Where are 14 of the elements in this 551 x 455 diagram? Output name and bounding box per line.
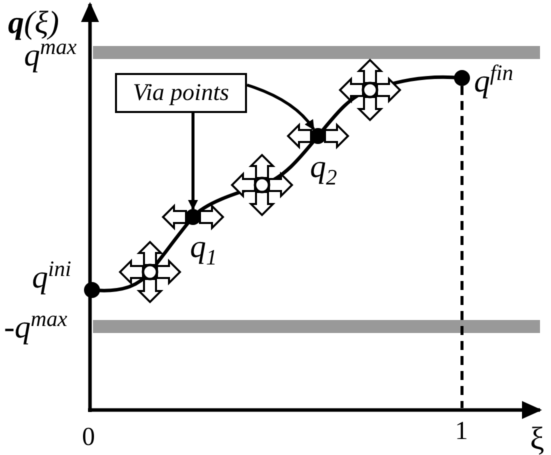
callout-text: Via points bbox=[132, 80, 230, 106]
point-label: q$^{fin}$ bbox=[474, 62, 514, 97]
point-dot bbox=[84, 282, 100, 298]
arrow bbox=[188, 113, 198, 210]
point-label: q$^{ini}$ bbox=[32, 258, 72, 293]
tick-label: 0 bbox=[82, 424, 95, 450]
limit-label: -q$^{max}$ bbox=[4, 308, 68, 343]
tick-label: 1 bbox=[455, 418, 468, 444]
arrow bbox=[246, 84, 315, 130]
axis-label: ξ bbox=[530, 422, 544, 454]
point-dot bbox=[454, 70, 470, 86]
point-label: q$_{1}$ bbox=[190, 230, 217, 268]
callout-box bbox=[115, 73, 247, 113]
point-label: q$_{2}$ bbox=[310, 150, 337, 188]
